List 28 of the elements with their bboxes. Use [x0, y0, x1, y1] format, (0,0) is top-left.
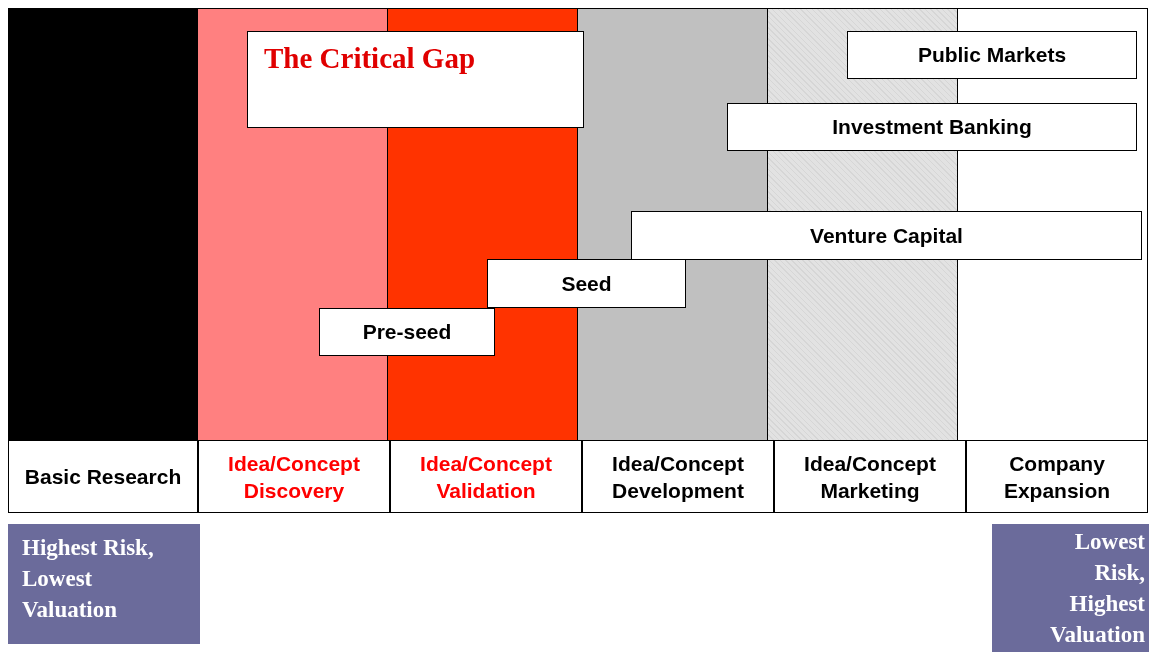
funding-label: Pre-seed [362, 320, 452, 344]
stage-label-box [198, 440, 390, 513]
funding-label: Investment Banking [832, 115, 1032, 139]
stage-label-box [774, 440, 966, 513]
risk-label: Highest Risk, Lowest Valuation [22, 535, 154, 622]
stage-label: Idea/Concept Development [611, 450, 745, 504]
funding-box [847, 31, 1137, 79]
funding-box [247, 31, 584, 128]
risk-box [992, 524, 1149, 652]
stage-label: Idea/Concept Validation [419, 450, 553, 504]
funding-label: Venture Capital [810, 223, 963, 248]
stage-label-box [582, 440, 774, 513]
stage-label: Basic Research [24, 464, 182, 490]
funding-box [487, 259, 686, 308]
stage-label-box [966, 440, 1148, 513]
funding-box [631, 211, 1142, 260]
risk-label: Lowest Risk, Highest Valuation [1048, 528, 1145, 649]
stage-label-box [8, 440, 198, 513]
funding-box [727, 103, 1137, 151]
funding-box [319, 308, 495, 356]
stage-label: Company Expansion [1002, 450, 1112, 504]
stage-label-box [390, 440, 582, 513]
funding-label: Seed [561, 271, 612, 296]
stage-label: Idea/Concept Marketing [803, 450, 937, 504]
funding-label: Public Markets [917, 43, 1067, 67]
stage-label: Idea/Concept Discovery [227, 450, 361, 504]
risk-box [8, 524, 200, 644]
heading: The Critical Gap [264, 42, 476, 75]
